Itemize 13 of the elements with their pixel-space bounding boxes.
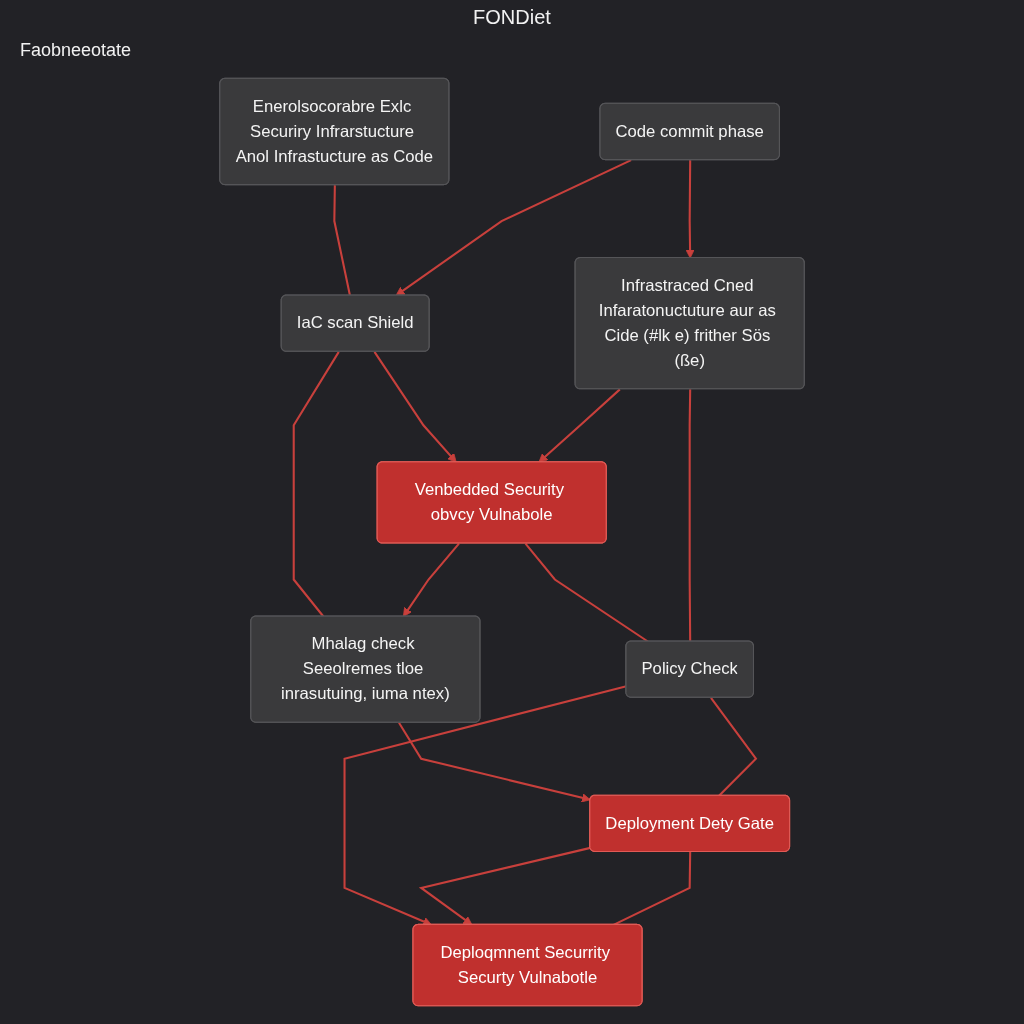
arrow bbox=[398, 722, 591, 803]
note-label: Faobneeotate bbox=[20, 40, 132, 61]
arrow bbox=[395, 159, 632, 296]
arrow bbox=[538, 388, 621, 463]
diagram-title: FONDiet bbox=[472, 6, 552, 29]
arrow bbox=[402, 542, 460, 617]
arrow bbox=[685, 160, 695, 259]
connector bbox=[613, 851, 692, 926]
arrow bbox=[418, 846, 591, 926]
connector bbox=[710, 697, 758, 797]
connector bbox=[333, 185, 351, 296]
connector bbox=[688, 389, 692, 642]
arrow bbox=[373, 351, 457, 463]
